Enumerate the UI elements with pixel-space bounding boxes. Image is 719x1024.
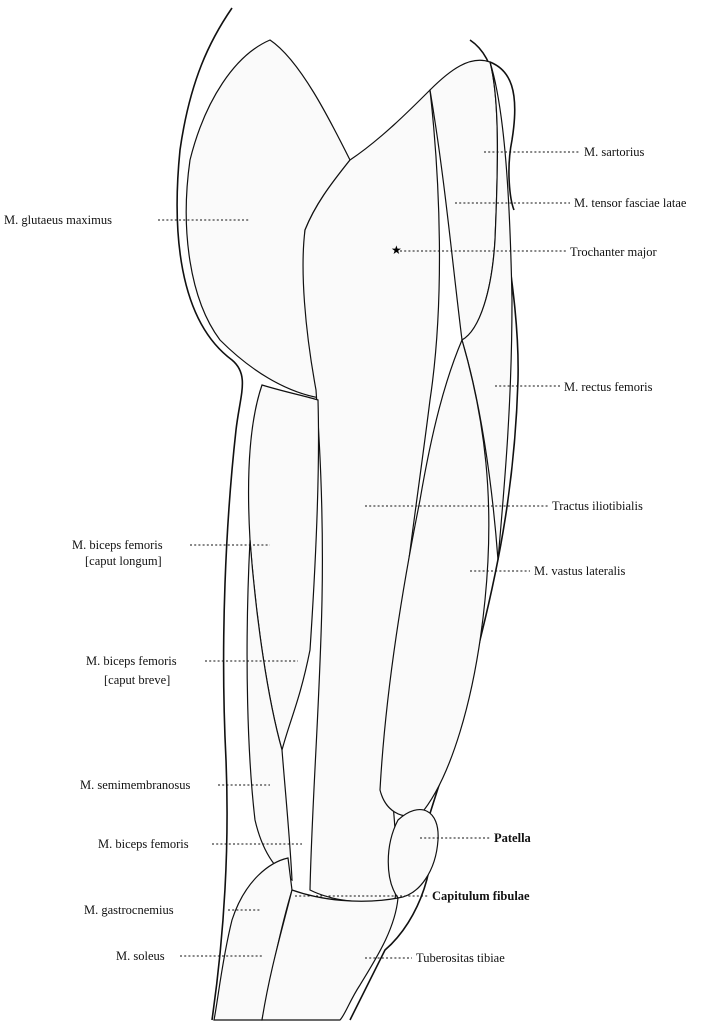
label-biceps-femoris-long-1: M. biceps femoris <box>72 538 163 552</box>
label-gastrocnemius: M. gastrocnemius <box>84 903 174 917</box>
patella-shape <box>387 809 439 899</box>
label-biceps-femoris-long-2: [caput longum] <box>85 554 162 568</box>
label-glutaeus-maximus: M. glutaeus maximus <box>4 213 112 227</box>
lower-leg-shape <box>261 889 399 1021</box>
biceps-femoris-long-shape <box>247 384 320 753</box>
leg-outline-left <box>176 7 244 1021</box>
label-tuberositas-tibiae: Tuberositas tibiae <box>416 951 505 965</box>
semimembranosus-shape <box>246 539 293 882</box>
label-biceps-femoris: M. biceps femoris <box>98 837 189 851</box>
label-rectus-femoris: M. rectus femoris <box>564 380 653 394</box>
label-tensor-fasciae-latae: M. tensor fasciae latae <box>574 196 687 210</box>
vastus-lateralis-shape <box>379 338 490 817</box>
rectus-femoris-shape <box>461 61 513 561</box>
label-capitulum-fibulae: Capitulum fibulae <box>432 889 530 903</box>
label-tractus-iliotibialis: Tractus iliotibialis <box>552 499 643 513</box>
label-soleus: M. soleus <box>116 949 165 963</box>
label-trochanter-major: Trochanter major <box>570 245 658 259</box>
label-biceps-femoris-short-2: [caput breve] <box>104 673 170 687</box>
label-biceps-femoris-short-1: M. biceps femoris <box>86 654 177 668</box>
trochanter-marker-icon: ★ <box>391 243 402 257</box>
hip-outline <box>489 61 516 211</box>
label-semimembranosus: M. semimembranosus <box>80 778 191 792</box>
label-patella: Patella <box>494 831 532 845</box>
label-vastus-lateralis: M. vastus lateralis <box>534 564 625 578</box>
label-sartorius: M. sartorius <box>584 145 645 159</box>
